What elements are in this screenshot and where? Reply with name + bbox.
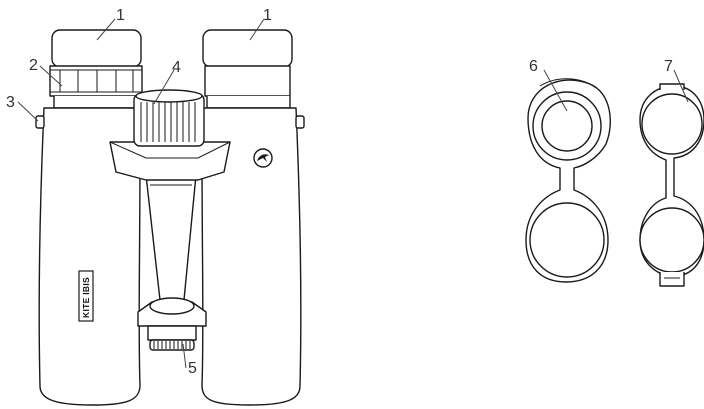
callout-2-diopter: 2 — [29, 57, 38, 74]
callout-7-rainguard: 7 — [664, 58, 673, 75]
callout-4-focus-wheel: 4 — [172, 59, 181, 76]
callout-6-lens-cover: 6 — [529, 58, 538, 75]
left-barrel — [35, 29, 143, 406]
center-hinge — [109, 89, 231, 351]
callout-5-hinge-adjuster: 5 — [188, 360, 197, 377]
rainguard-eyepiece-cover — [639, 83, 704, 287]
callout-1-right-eyecup: 1 — [263, 7, 272, 24]
callout-3-strap-lug: 3 — [6, 94, 15, 111]
brand-label: KITE IBIS — [81, 277, 91, 318]
right-barrel — [201, 29, 305, 406]
callout-1-left-eyecup: 1 — [116, 7, 125, 24]
objective-lens-cover — [525, 78, 611, 283]
